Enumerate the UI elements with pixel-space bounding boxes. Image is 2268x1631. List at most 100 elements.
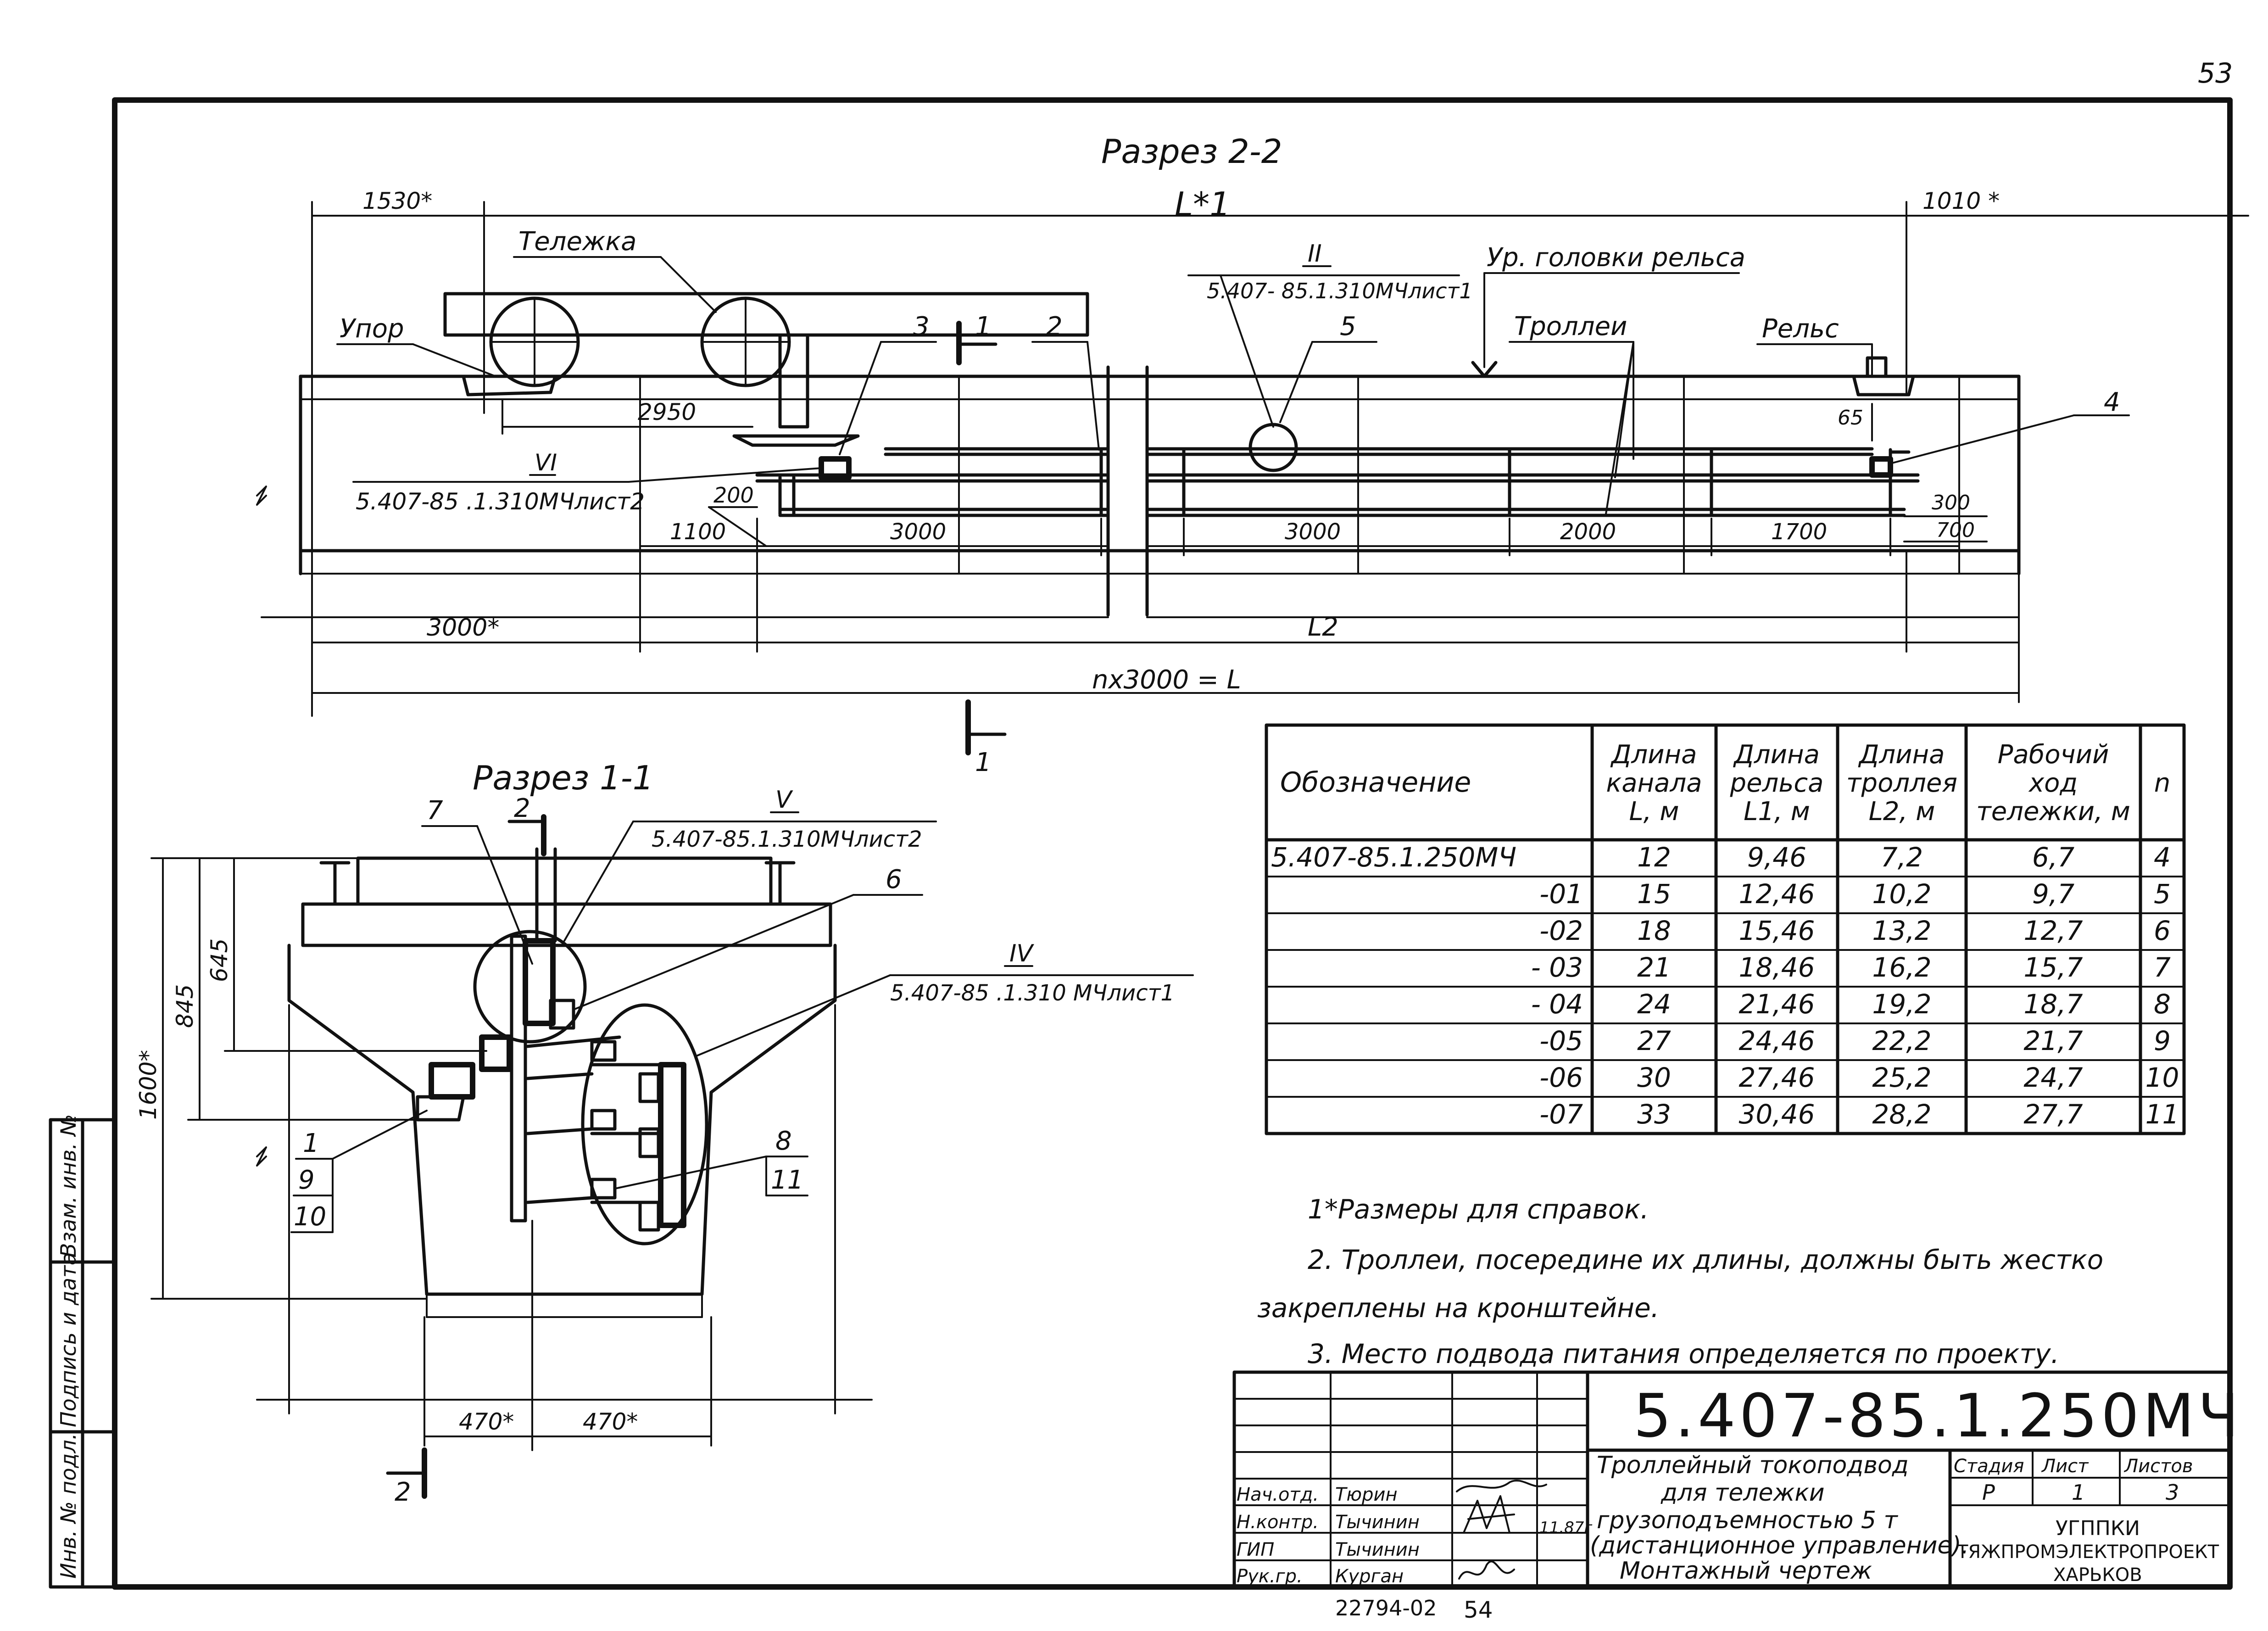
table-cell: 18 <box>1637 915 1671 946</box>
stage-label: Стадия <box>1954 1456 2024 1477</box>
dim-nx3000: nх3000 = L <box>1092 665 1241 695</box>
dim-1010: 1010 * <box>1923 188 2000 214</box>
ref-VI-roman: VI <box>535 449 557 476</box>
callout-1: 1 <box>303 1128 319 1158</box>
label-upor: Упор <box>340 314 404 344</box>
table-header-cell: Обозначение <box>1280 766 1471 799</box>
table-cell: 9,46 <box>1747 842 1806 873</box>
callout-11: 11 <box>771 1165 803 1195</box>
org-3: ХАРЬКОВ <box>2053 1564 2142 1586</box>
side-stamp: Инв. № подл. Подпись и дата Взам. инв. № <box>49 1114 117 1589</box>
dim-3000b: 3000 <box>1285 519 1341 545</box>
table-header-cell: канала <box>1606 768 1702 798</box>
table-cell: 6 <box>2154 915 2171 946</box>
dim-200: 200 <box>713 483 754 508</box>
callout-3: 3 <box>913 312 930 341</box>
table-cell: 15 <box>1637 878 1671 910</box>
table-cell: 4 <box>2154 842 2171 873</box>
org-2: ТЯЖПРОМЭЛЕКТРОПРОЕКТ <box>1956 1542 2219 1563</box>
side-stamp-vzam: Взам. инв. № <box>56 1114 81 1257</box>
title-code: 5.407-85.1.250МЧ <box>1633 1381 2242 1451</box>
signature-4 <box>1458 1560 1515 1580</box>
ref-V-doc: 5.407-85.1.310МЧлист2 <box>652 827 922 852</box>
role-1: Нач.отд. <box>1237 1484 1319 1505</box>
table-cell: 30,46 <box>1739 1099 1815 1130</box>
table-cell: 28,2 <box>1872 1099 1931 1130</box>
cut-2-top: 2 <box>514 793 530 823</box>
name-1: Тюрин <box>1335 1484 1398 1505</box>
section-2-2-title: Разрез 2-2 <box>1101 132 1282 171</box>
signature-2 <box>1463 1495 1515 1534</box>
label-trollei: Троллеи <box>1514 312 1627 341</box>
sheets-label: Листов <box>2123 1456 2193 1477</box>
table-cell: -07 <box>1539 1099 1583 1130</box>
table-cell: -05 <box>1539 1025 1583 1056</box>
role-4: Рук.гр. <box>1237 1566 1303 1587</box>
sheets-value: 3 <box>2166 1480 2179 1505</box>
title-date: 11.87г <box>1539 1519 1593 1537</box>
table-cell: 7,2 <box>1881 842 1923 873</box>
callout-4: 4 <box>2104 387 2120 417</box>
note-2: 2. Троллеи, посередине их длины, должны … <box>1308 1244 2103 1275</box>
table-cell: 21,46 <box>1739 989 1815 1020</box>
table-cell: 10 <box>2145 1062 2179 1093</box>
table-cell: 5 <box>2154 878 2171 910</box>
table-cell: 7 <box>2154 952 2171 983</box>
dim-3000star: 3000* <box>427 614 499 642</box>
table-header-cell: L1, м <box>1744 797 1810 827</box>
table-cell: 30 <box>1637 1062 1671 1093</box>
table-cell: -06 <box>1539 1062 1583 1093</box>
page-number: 53 <box>2198 57 2233 89</box>
table-cell: 11 <box>2145 1099 2179 1130</box>
dim-300: 300 <box>1932 491 1970 514</box>
table-cell: 18,7 <box>2023 989 2083 1020</box>
table-cell: 12 <box>1637 842 1671 873</box>
table-cell: 12,7 <box>2023 915 2083 946</box>
table-cell: 27,7 <box>2023 1099 2083 1130</box>
role-2: Н.контр. <box>1237 1512 1319 1533</box>
table-header-cell: троллея <box>1846 768 1957 798</box>
table-cell: 13,2 <box>1872 915 1931 946</box>
table-cell: 21 <box>1637 952 1671 983</box>
callout-10: 10 <box>294 1202 326 1232</box>
dim-L2: L2 <box>1308 612 1338 642</box>
dim-700: 700 <box>1936 519 1975 542</box>
ref-V-roman: V <box>775 786 793 814</box>
table-cell: 5.407-85.1.250МЧ <box>1271 842 1516 873</box>
table-cell: 19,2 <box>1872 989 1931 1020</box>
table-cell: 15,7 <box>2023 952 2083 983</box>
table-cell: 21,7 <box>2023 1025 2083 1056</box>
dim-65: 65 <box>1838 406 1863 430</box>
table-cell: 8 <box>2154 989 2171 1020</box>
title-desc-5: Монтажный чертеж <box>1620 1557 1872 1585</box>
note-2-cont: закреплены на кронштейне. <box>1257 1292 1659 1324</box>
ref-II-doc: 5.407- 85.1.310МЧлист1 <box>1207 279 1473 303</box>
table-header-cell: рельса <box>1730 768 1824 798</box>
note-3: 3. Место подвода питания определяется по… <box>1308 1338 2059 1369</box>
sheet-frame <box>112 97 2233 1590</box>
table-header-cell: L2, м <box>1869 797 1935 827</box>
dim-2000: 2000 <box>1560 519 1616 545</box>
label-rels: Рельс <box>1762 314 1839 344</box>
title-block: 5.407-85.1.250МЧ Троллейный токоподвод д… <box>1232 1370 2242 1623</box>
archive-page: 54 <box>1464 1597 1493 1623</box>
section-1-1: Разрез 1-1 2 <box>135 759 1194 1507</box>
table-frame <box>1265 723 2186 1135</box>
name-2: Тычинин <box>1335 1512 1420 1533</box>
table-header-cell: L, м <box>1629 797 1679 827</box>
dim-845: 845 <box>172 984 198 1028</box>
label-ur-golovki: Ур. головки рельса <box>1487 243 1745 273</box>
ref-IV-doc: 5.407-85 .1.310 МЧлист1 <box>890 980 1175 1006</box>
table-cell: 24,46 <box>1739 1025 1815 1056</box>
note-1: 1*Размеры для справок. <box>1308 1194 1649 1225</box>
cut-1-top: 1 <box>975 312 992 341</box>
table-cell: 9 <box>2154 1025 2171 1056</box>
org-1: УГППКИ <box>2056 1517 2140 1540</box>
table-header-cell: Рабочий <box>1998 740 2109 770</box>
label-telezhka: Тележка <box>518 227 637 257</box>
table-cell: 24,7 <box>2023 1062 2083 1093</box>
section-2-2-L1: L*1 <box>1175 185 1231 223</box>
dim-1530: 1530* <box>362 188 432 214</box>
dim-2950: 2950 <box>638 399 696 425</box>
